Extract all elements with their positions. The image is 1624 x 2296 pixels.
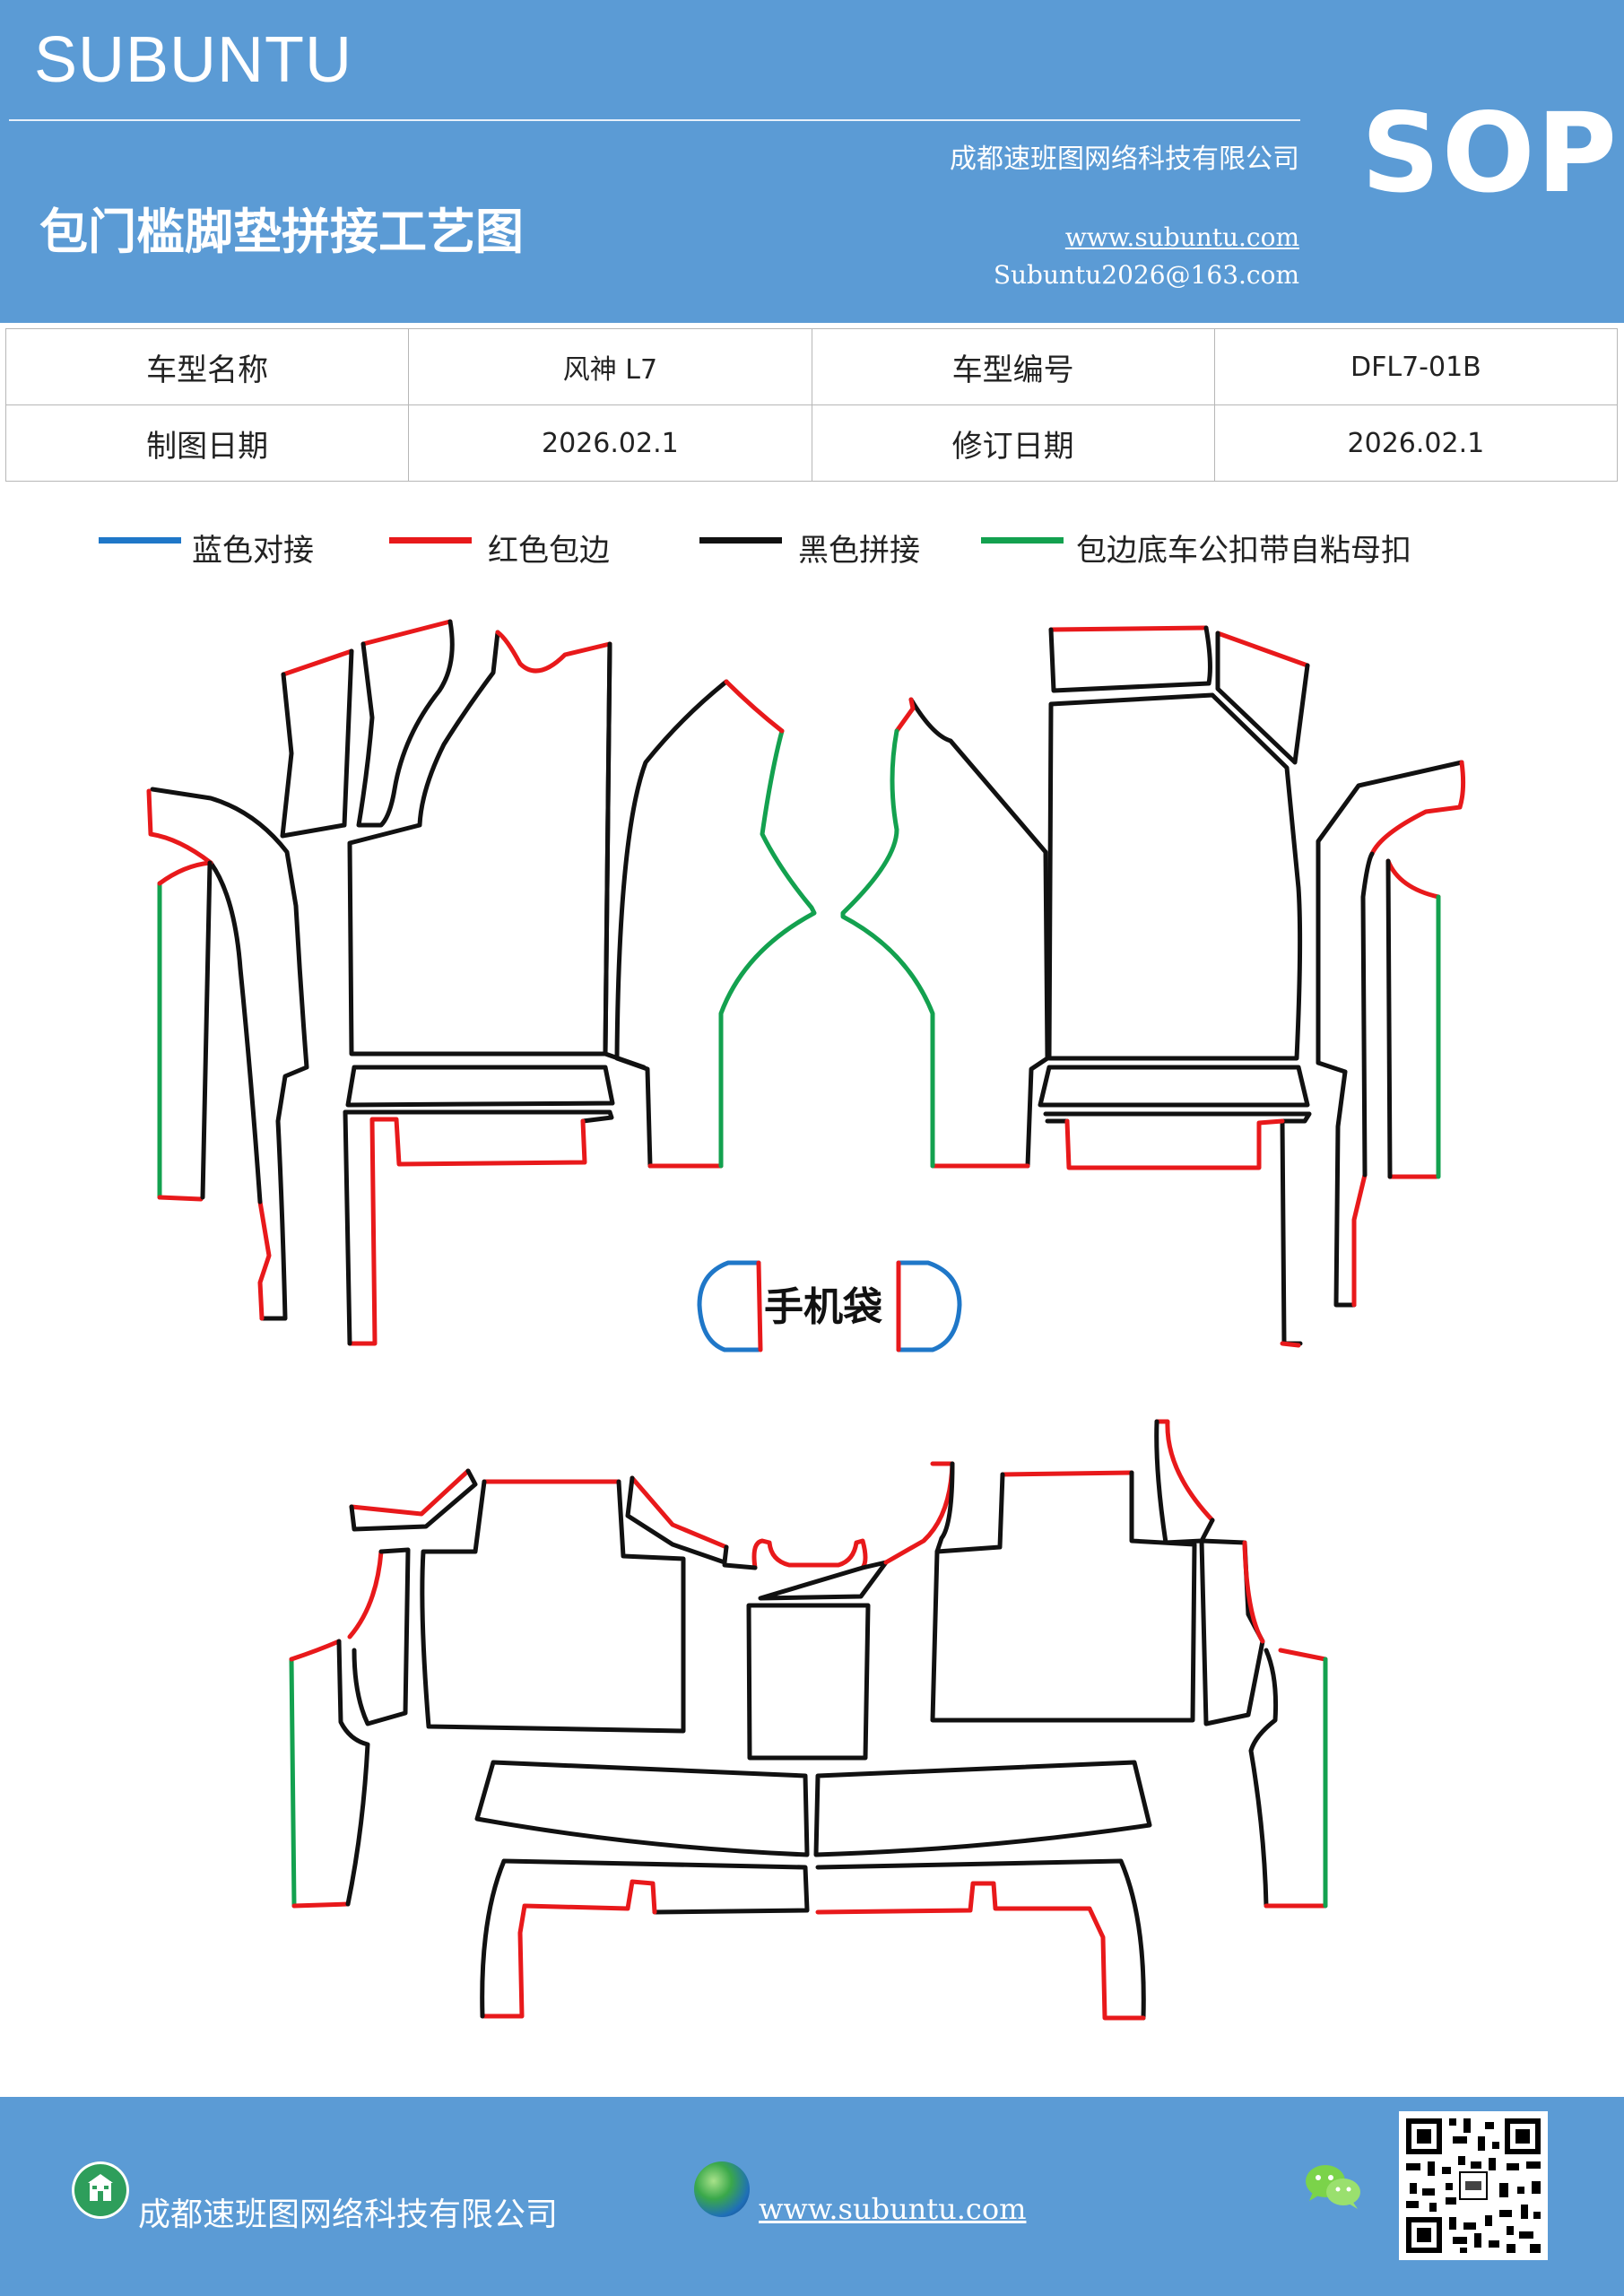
- header-website-link[interactable]: www.subuntu.com: [1064, 222, 1299, 252]
- document-title: 包门槛脚垫拼接工艺图: [39, 204, 524, 260]
- building-icon: [72, 2161, 129, 2219]
- table-cell-value: 风神 L7: [408, 328, 812, 405]
- wechat-icon[interactable]: [1302, 2160, 1365, 2213]
- header-email[interactable]: Subuntu2026@163.com: [993, 260, 1299, 290]
- table-cell-label: 车型名称: [4, 328, 410, 405]
- vehicle-info-table: 车型名称 风神 L7 车型编号 DFL7-01B 制图日期 2026.02.1 …: [4, 328, 1619, 482]
- legend-swatch-green: [981, 537, 1064, 544]
- qr-code[interactable]: [1399, 2111, 1548, 2260]
- legend-swatch-blue: [99, 537, 181, 544]
- legend-label: 黑色拼接: [798, 533, 920, 569]
- legend-label: 红色包边: [488, 533, 610, 569]
- color-legend: 蓝色对接 红色包边 黑色拼接 包边底车公扣带自粘母扣: [0, 527, 1624, 572]
- brand-logo-text: SUBUNTU: [34, 24, 353, 96]
- header-divider: [9, 119, 1300, 121]
- table-cell-label: 修订日期: [811, 404, 1215, 482]
- table-cell-value: 2026.02.1: [408, 404, 812, 482]
- phone-pocket: [697, 1260, 962, 1352]
- legend-swatch-red: [389, 537, 472, 544]
- globe-icon: [694, 2161, 750, 2217]
- mat-splice-diagram: 手机袋: [146, 619, 1466, 2021]
- legend-swatch-black: [699, 537, 782, 544]
- header-banner: SUBUNTU 包门槛脚垫拼接工艺图 成都速班图网络科技有限公司 www.sub…: [0, 0, 1624, 323]
- left-front-mat-group: [146, 619, 817, 1346]
- table-cell-label: 车型编号: [811, 328, 1215, 405]
- table-cell-value: 2026.02.1: [1213, 404, 1619, 482]
- legend-label: 包边底车公扣带自粘母扣: [1076, 533, 1411, 569]
- rear-mat-group: [289, 1419, 1328, 2021]
- right-front-mat-group: [840, 625, 1466, 1348]
- legend-label: 蓝色对接: [192, 533, 314, 569]
- footer-website-link[interactable]: www.subuntu.com: [759, 2192, 1027, 2226]
- footer-company-name: 成都速班图网络科技有限公司: [138, 2196, 559, 2233]
- footer-banner: 成都速班图网络科技有限公司 www.subuntu.com: [0, 2097, 1624, 2296]
- sop-badge: SOP: [1361, 90, 1619, 217]
- table-cell-value: DFL7-01B: [1213, 328, 1619, 405]
- header-company-name: 成都速班图网络科技有限公司: [950, 144, 1299, 175]
- table-row: 制图日期 2026.02.1 修订日期 2026.02.1: [4, 404, 1619, 482]
- phone-pocket-label: 手机袋: [764, 1284, 882, 1330]
- table-row: 车型名称 风神 L7 车型编号 DFL7-01B: [4, 328, 1619, 405]
- table-cell-label: 制图日期: [4, 404, 410, 482]
